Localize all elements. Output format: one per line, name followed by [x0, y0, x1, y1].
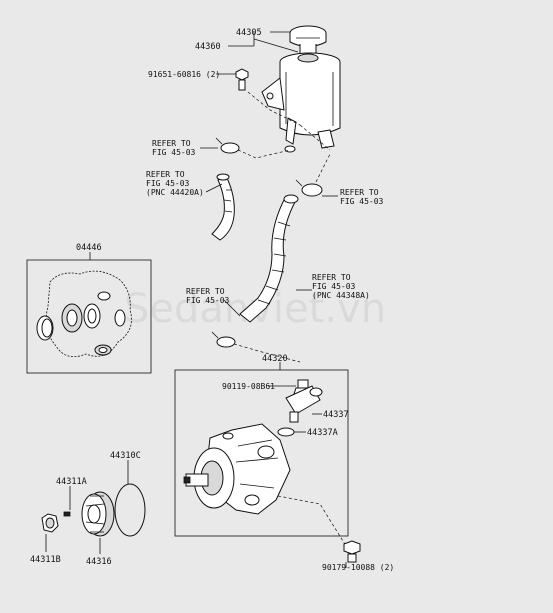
svg-text:REFER TO: REFER TO: [152, 139, 191, 148]
svg-text:FIG 45-03: FIG 45-03: [312, 282, 356, 291]
svg-text:REFER TO: REFER TO: [186, 287, 225, 296]
pn-union: 44337: [323, 410, 349, 420]
svg-text:(PNC 44420A): (PNC 44420A): [146, 188, 204, 197]
pulley-nut: [41, 513, 59, 533]
hose-clip-upper: [215, 137, 240, 154]
svg-text:FIG 45-03: FIG 45-03: [340, 197, 384, 206]
pn-pump-assy: 44320: [262, 354, 288, 364]
svg-text:FIG 45-03: FIG 45-03: [146, 179, 190, 188]
union-fitting: [285, 385, 323, 423]
pn-pump-bolt: 90179-10088 (2): [322, 563, 394, 572]
pump-oring-large: [114, 483, 146, 537]
hose-clip-middle: [295, 179, 323, 197]
pn-reservoir: 44360: [195, 42, 221, 52]
pump-bolt: [343, 540, 361, 563]
pn-cap: 44305: [236, 28, 262, 38]
refer-note-hose-1: REFER TO FIG 45-03 (PNC 44420A): [146, 170, 204, 197]
union-oring: [277, 427, 295, 437]
pump-assembly-box: [174, 369, 349, 537]
refer-note-hose-2: REFER TO FIG 45-03 (PNC 44348A): [312, 273, 370, 300]
woodruff-key: [63, 511, 71, 517]
pn-nut: 44311B: [30, 555, 61, 565]
pn-pulley: 44316: [86, 557, 112, 567]
reservoir-bracket: [261, 77, 285, 111]
gasket-kit-box: [26, 259, 152, 374]
svg-text:REFER TO: REFER TO: [312, 273, 351, 282]
pn-gasket-kit: 04446: [76, 243, 102, 253]
svg-text:REFER TO: REFER TO: [340, 188, 379, 197]
gasket-kit-parts: [36, 270, 132, 358]
pn-key: 44311A: [56, 477, 87, 487]
reservoir-cap: [289, 25, 327, 55]
svg-text:REFER TO: REFER TO: [146, 170, 185, 179]
svg-text:FIG 45-03: FIG 45-03: [186, 296, 230, 305]
return-hose: [211, 173, 235, 241]
power-steering-pump: [183, 423, 291, 515]
pn-pump-oring: 44310C: [110, 451, 141, 461]
pn-union-bolt: 90119-08B61: [222, 382, 275, 391]
refer-note-clip-1: REFER TO FIG 45-03: [152, 139, 196, 157]
reservoir-tank: [279, 52, 341, 153]
svg-text:FIG 45-03: FIG 45-03: [152, 148, 196, 157]
pn-oring: 44337A: [307, 428, 338, 438]
pn-reservoir-bolt: 91651-60816 (2): [148, 70, 220, 79]
supply-hose: [239, 194, 299, 323]
hose-clip-lower: [211, 331, 236, 348]
reservoir-bolt: [235, 68, 249, 91]
refer-note-clip-3: REFER TO FIG 45-03: [186, 287, 230, 305]
refer-note-clip-2: REFER TO FIG 45-03: [340, 188, 384, 206]
pulley: [81, 491, 115, 537]
svg-text:(PNC 44348A): (PNC 44348A): [312, 291, 370, 300]
